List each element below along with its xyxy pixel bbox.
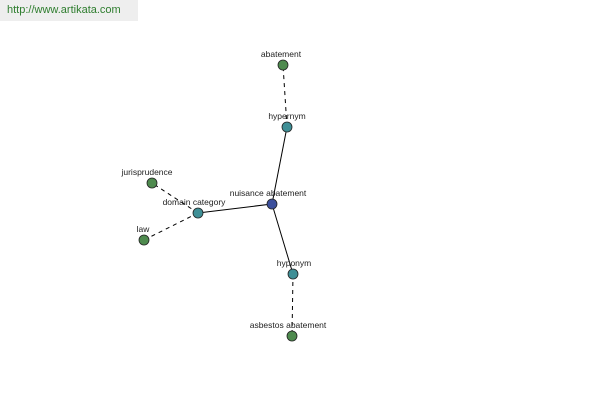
node-asbestos-abatement[interactable] — [286, 330, 298, 342]
node-hyponym[interactable] — [287, 268, 299, 280]
url-bar: http://www.artikata.com — [0, 0, 138, 21]
edge-center-hyponym — [271, 203, 294, 275]
site-url-link[interactable]: http://www.artikata.com — [7, 4, 121, 16]
edge-hypernym-abatement — [282, 64, 288, 128]
node-label-hyponym: hyponym — [277, 258, 312, 268]
node-abatement[interactable] — [277, 59, 289, 71]
edge-domain-law — [143, 212, 199, 241]
edge-hyponym-asbestos-abatement — [291, 273, 294, 337]
node-domain-category[interactable] — [192, 207, 204, 219]
node-label-center: nuisance abatement — [230, 188, 307, 198]
edge-center-hypernym — [271, 126, 288, 205]
node-label-domain-category: domain category — [163, 197, 227, 207]
node-label-hypernym: hypernym — [268, 111, 305, 121]
node-label-law: law — [137, 224, 151, 234]
node-center[interactable] — [266, 198, 278, 210]
node-label-jurisprudence: jurisprudence — [120, 167, 172, 177]
edge-center-domain-category — [197, 203, 273, 214]
edge-domain-jurisprudence — [151, 182, 199, 214]
node-jurisprudence[interactable] — [146, 177, 158, 189]
node-hypernym[interactable] — [281, 121, 293, 133]
node-label-abatement: abatement — [261, 49, 302, 59]
node-label-asbestos-abatement: asbestos abatement — [250, 320, 327, 330]
node-law[interactable] — [138, 234, 150, 246]
